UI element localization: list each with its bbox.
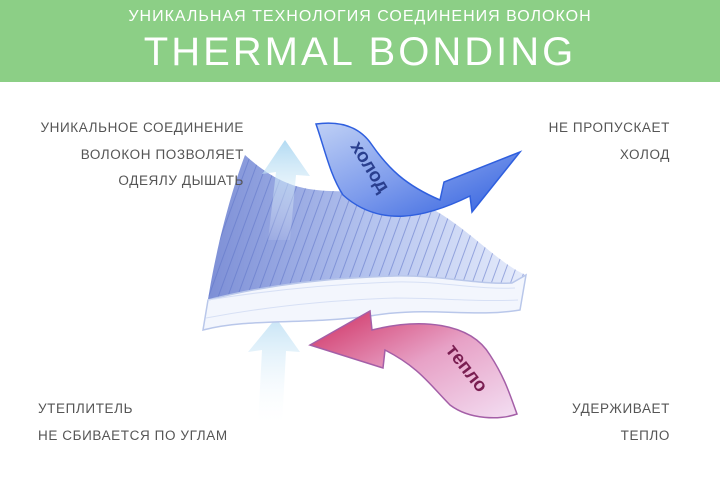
- caption-warm: УДЕРЖИВАЕТ ТЕПЛО: [470, 396, 670, 449]
- caption-line: ТЕПЛО: [620, 427, 670, 443]
- caption-line: НЕ ПРОПУСКАЕТ: [548, 120, 670, 135]
- caption-line: НЕ СБИВАЕТСЯ ПО УГЛАМ: [38, 427, 228, 443]
- caption-corners: УТЕПЛИТЕЛЬ НЕ СБИВАЕТСЯ ПО УГЛАМ: [38, 396, 228, 449]
- caption-cold: НЕ ПРОПУСКАЕТ ХОЛОД: [470, 115, 670, 168]
- header-subtitle: УНИКАЛЬНАЯ ТЕХНОЛОГИЯ СОЕДИНЕНИЯ ВОЛОКОН: [128, 8, 592, 25]
- caption-line: УНИКАЛЬНОЕ СОЕДИНЕНИЕ: [40, 120, 244, 135]
- caption-breathing: УНИКАЛЬНОЕ СОЕДИНЕНИЕ ВОЛОКОН ПОЗВОЛЯЕТ …: [38, 115, 244, 195]
- header-title: THERMAL BONDING: [143, 30, 577, 74]
- caption-line: ВОЛОКОН ПОЗВОЛЯЕТ: [80, 146, 244, 162]
- header-banner: УНИКАЛЬНАЯ ТЕХНОЛОГИЯ СОЕДИНЕНИЯ ВОЛОКОН…: [0, 0, 720, 82]
- caption-line: ХОЛОД: [619, 146, 670, 162]
- caption-line: УДЕРЖИВАЕТ: [572, 401, 670, 416]
- caption-line: ОДЕЯЛУ ДЫШАТЬ: [118, 173, 244, 188]
- caption-line: УТЕПЛИТЕЛЬ: [38, 401, 134, 416]
